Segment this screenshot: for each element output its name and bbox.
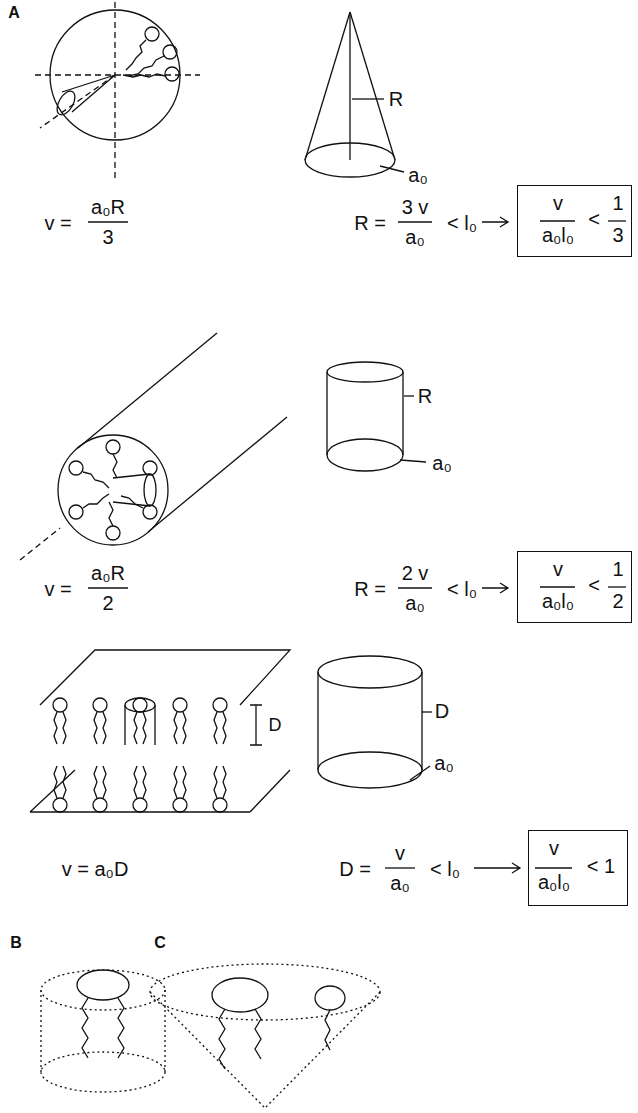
ratio-text: < [588, 208, 600, 230]
fraction-numerator: 2 v [402, 562, 429, 584]
result-box: v a₀l₀ <1 3 [517, 185, 632, 257]
fraction-numerator: 3 v [402, 196, 429, 218]
dimension-label: R [389, 88, 403, 110]
formula-text: D = [339, 858, 371, 880]
formula-text: R = [354, 578, 386, 600]
formula-text: v = a₀D [62, 858, 129, 880]
ratio-text: v [553, 558, 563, 580]
fraction-denominator: 3 [102, 226, 113, 248]
inequality-text: < l₀ [447, 212, 477, 234]
ratio-text: 1 [612, 192, 623, 214]
fraction-denominator: 2 [102, 592, 113, 614]
ratio-text: 3 [612, 224, 623, 246]
formula-text: v = [44, 578, 71, 600]
dimension-label: R [418, 385, 432, 407]
inequality-text: < l₀ [447, 578, 477, 600]
fraction-denominator: a₀ [405, 226, 424, 248]
result-box: v a₀l₀ < 1 [528, 830, 628, 906]
ratio-text: v [553, 192, 563, 214]
fraction-numerator: v [395, 842, 405, 864]
area-label: a₀ [434, 752, 453, 774]
ratio-text: a₀l₀ [542, 224, 574, 246]
panel-letter: C [154, 932, 166, 954]
ratio-text: < [588, 574, 600, 596]
result-box: v a₀l₀ <1 2 [517, 551, 632, 623]
fraction-numerator: a₀R [91, 562, 125, 584]
area-label: a₀ [408, 164, 427, 186]
ratio-text: 1 [612, 558, 623, 580]
ratio-text: a₀l₀ [542, 590, 574, 612]
ratio-text: v [549, 837, 559, 859]
fraction-denominator: a₀ [390, 872, 409, 894]
fraction-denominator: a₀ [405, 592, 424, 614]
panel-letter: B [10, 932, 22, 954]
ratio-text: a₀l₀ [538, 871, 570, 893]
area-label: a₀ [432, 452, 451, 474]
formula-text: R = [354, 212, 386, 234]
ratio-text: 2 [612, 590, 623, 612]
dimension-label: D [269, 714, 282, 736]
fraction-numerator: a₀R [91, 196, 125, 218]
ratio-text: < 1 [587, 855, 615, 877]
formula-text: v = [44, 212, 71, 234]
inequality-text: < l₀ [430, 858, 460, 880]
panel-letter: A [8, 2, 20, 24]
dimension-label: D [435, 700, 449, 722]
